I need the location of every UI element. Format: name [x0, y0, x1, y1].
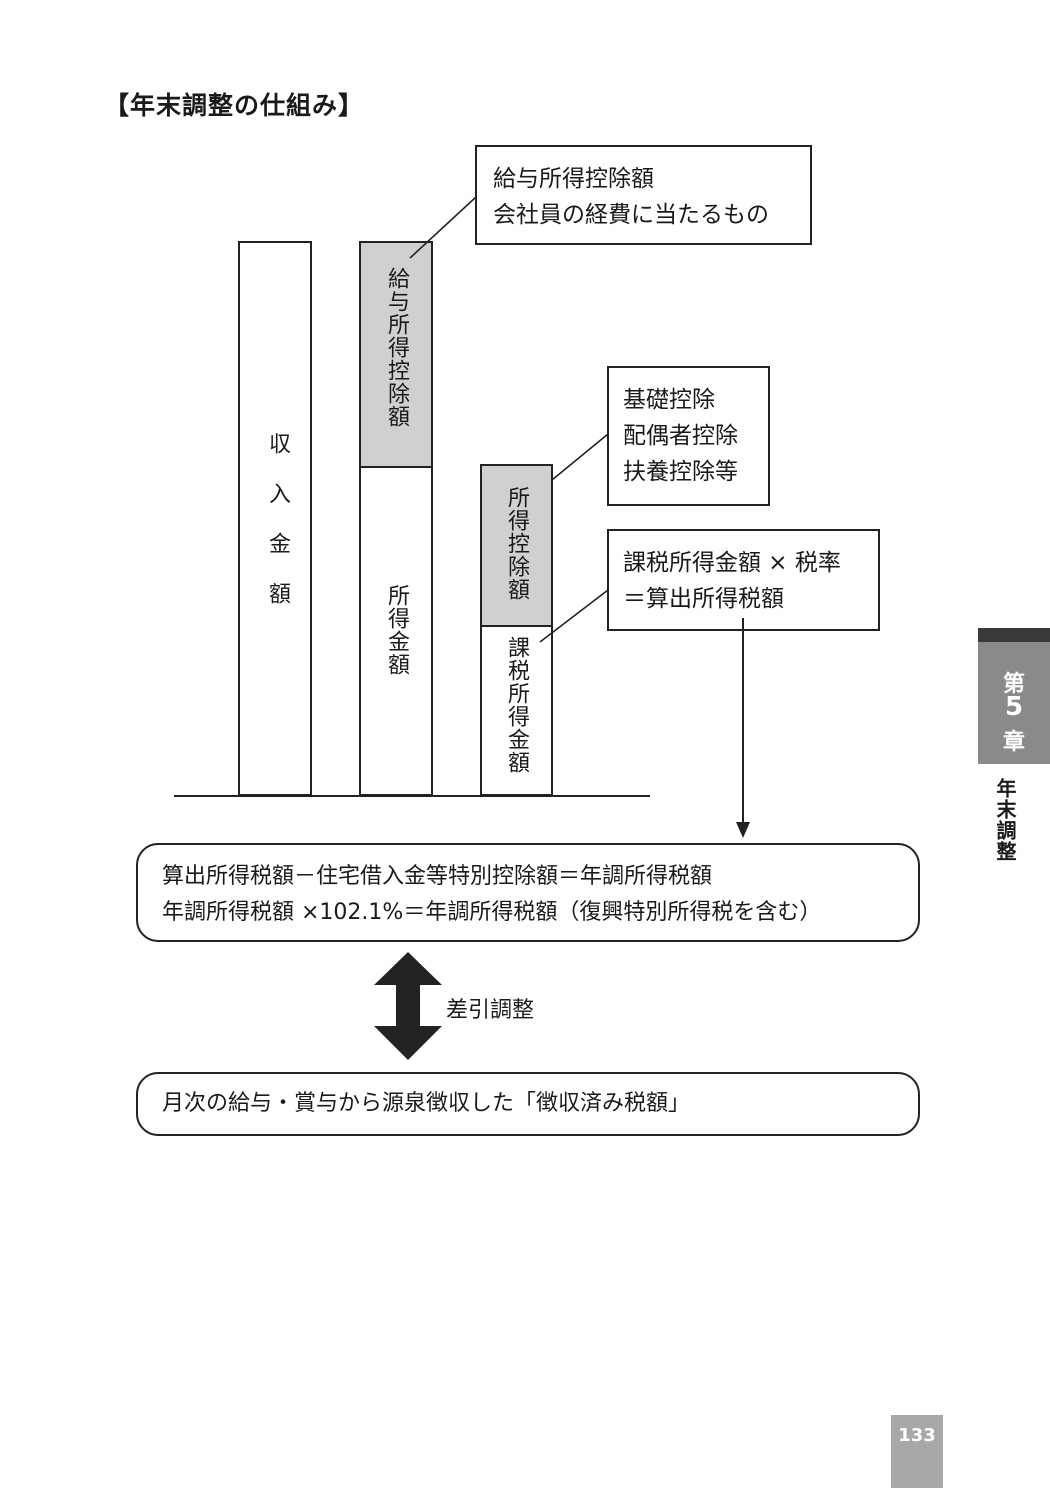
- calculation-box: 算出所得税額－住宅借入金等特別控除額＝年調所得税額 年調所得税額 ×102.1%…: [136, 843, 920, 942]
- income-label: 収入金額: [265, 432, 290, 632]
- taxable-income-label: 課税所得金額: [504, 636, 529, 774]
- callout-line: 会社員の経費に当たるもの: [493, 202, 769, 228]
- leader-line: [409, 196, 477, 259]
- page-title: 【年末調整の仕組み】: [104, 91, 365, 120]
- chapter-char: 第: [1002, 672, 1025, 697]
- adjust-label: 差引調整: [446, 998, 535, 1023]
- calc-line: 年調所得税額 ×102.1%＝年調所得税額（復興特別所得税を含む）: [162, 900, 822, 925]
- chapter-number: 5: [1004, 692, 1024, 722]
- income-amount-label: 所得金額: [384, 584, 409, 676]
- down-arrow-head: [736, 822, 750, 838]
- calc-line: 算出所得税額－住宅借入金等特別控除額＝年調所得税額: [162, 864, 713, 889]
- income-amount-bar: [359, 466, 433, 796]
- chapter-tab[interactable]: 第 5 章: [978, 642, 1050, 764]
- callout-line: 基礎控除: [623, 387, 715, 413]
- income-deduction-bar: [480, 464, 553, 627]
- salary-deduction-label: 給与所得控除額: [384, 267, 409, 428]
- income-bar: [238, 241, 312, 796]
- callout-line: 給与所得控除額: [493, 166, 654, 192]
- callout-line: 配偶者控除: [623, 423, 738, 449]
- leader-line: [551, 433, 609, 481]
- salary-deduction-callout: 給与所得控除額 会社員の経費に当たるもの: [475, 145, 812, 245]
- section-label: 年末調整: [993, 778, 1017, 862]
- withheld-tax-box: 月次の給与・賞与から源泉徴収した「徴収済み税額」: [136, 1072, 920, 1136]
- double-arrow: [374, 952, 442, 1060]
- chapter-tab-bar: [978, 628, 1050, 642]
- callout-line: ＝算出所得税額: [623, 586, 784, 612]
- income-deduction-label: 所得控除額: [504, 486, 529, 601]
- callout-line: 課税所得金額 × 税率: [623, 550, 841, 576]
- salary-deduction-bar: [359, 241, 433, 468]
- withheld-text: 月次の給与・賞与から源泉徴収した「徴収済み税額」: [162, 1091, 691, 1116]
- page-number: 133: [891, 1415, 943, 1488]
- leader-line: [539, 589, 609, 643]
- deductions-callout: 基礎控除 配偶者控除 扶養控除等: [607, 366, 770, 506]
- chapter-char: 章: [1002, 730, 1025, 755]
- callout-line: 扶養控除等: [623, 459, 738, 485]
